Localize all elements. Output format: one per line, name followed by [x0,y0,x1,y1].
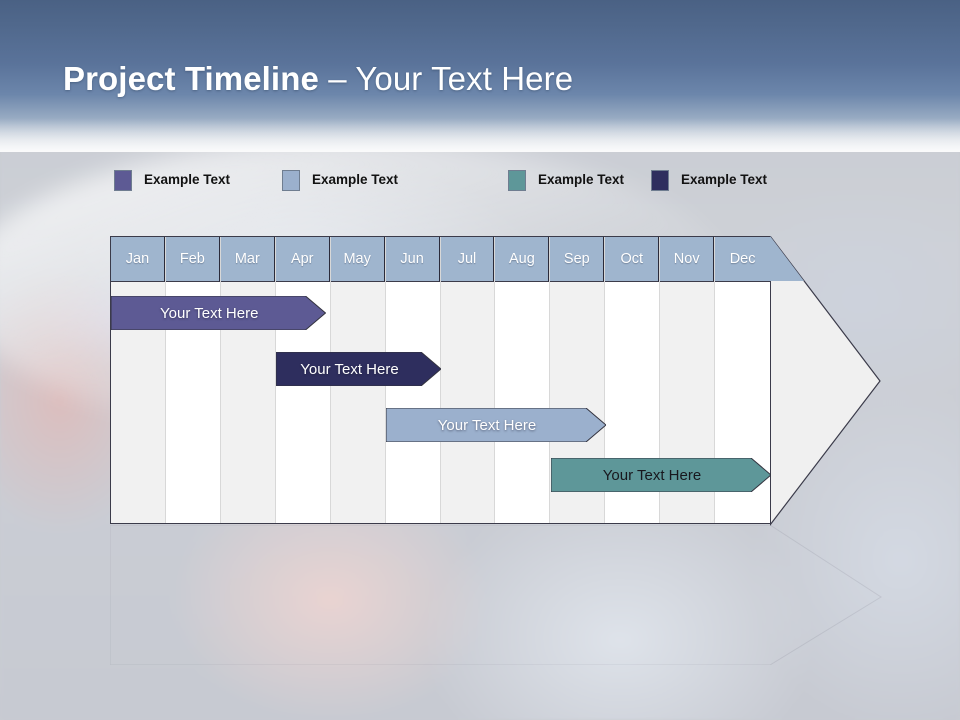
timeline-column-jun: Jun [385,237,441,523]
page-title: Project Timeline – Your Text Here [63,60,573,98]
timeline-arrowhead-icon [770,236,881,526]
legend-label: Example Text [144,172,231,188]
task-arrow-4[interactable]: Your Text Here [551,458,771,492]
timeline-column-jul: Jul [440,237,496,523]
task-arrow-shape-icon [111,296,326,330]
legend-item-3[interactable]: Example Text [508,168,624,192]
legend-label: Example Text [312,172,399,188]
timeline-column-aug: Aug [495,237,551,523]
legend-swatch-icon [508,169,526,191]
title-banner: Project Timeline – Your Text Here [0,0,960,152]
month-header-apr[interactable]: Apr [275,237,330,282]
month-header-may[interactable]: May [330,237,385,282]
month-header-jun[interactable]: Jun [385,237,440,282]
timeline-column-feb: Feb [165,237,221,523]
month-header-jan[interactable]: Jan [111,237,165,282]
legend-label: Example Text [681,172,768,188]
legend-item-1[interactable]: Example Text [114,168,230,192]
month-header-feb[interactable]: Feb [165,237,220,282]
task-arrow-2[interactable]: Your Text Here [276,352,441,386]
timeline-column-jan: Jan [111,237,166,523]
month-header-mar[interactable]: Mar [220,237,275,282]
legend-swatch-icon [114,169,132,191]
legend-item-4[interactable]: Example Text [651,168,767,192]
legend-label: Example Text [538,172,625,188]
task-arrow-3[interactable]: Your Text Here [386,408,606,442]
legend: Example Text Example Text Example Text Exam… [114,168,834,192]
task-arrow-shape-icon [551,458,771,492]
timeline-column-oct: Oct [605,237,661,523]
page-title-bold: Project Timeline [63,60,319,97]
timeline-column-mar: Mar [220,237,276,523]
month-header-dec[interactable]: Dec [715,237,771,282]
page-title-rest: – Your Text Here [318,60,574,97]
task-arrow-shape-icon [276,352,441,386]
timeline-column-dec: Dec [715,237,771,523]
month-header-oct[interactable]: Oct [605,237,660,282]
month-header-jul[interactable]: Jul [440,237,495,282]
legend-swatch-icon [282,169,300,191]
task-arrow-shape-icon [386,408,606,442]
month-header-aug[interactable]: Aug [495,237,550,282]
legend-item-2[interactable]: Example Text [282,168,398,192]
task-arrow-1[interactable]: Your Text Here [111,296,326,330]
month-header-sep[interactable]: Sep [550,237,605,282]
legend-swatch-icon [651,169,669,191]
month-header-nov[interactable]: Nov [660,237,715,282]
